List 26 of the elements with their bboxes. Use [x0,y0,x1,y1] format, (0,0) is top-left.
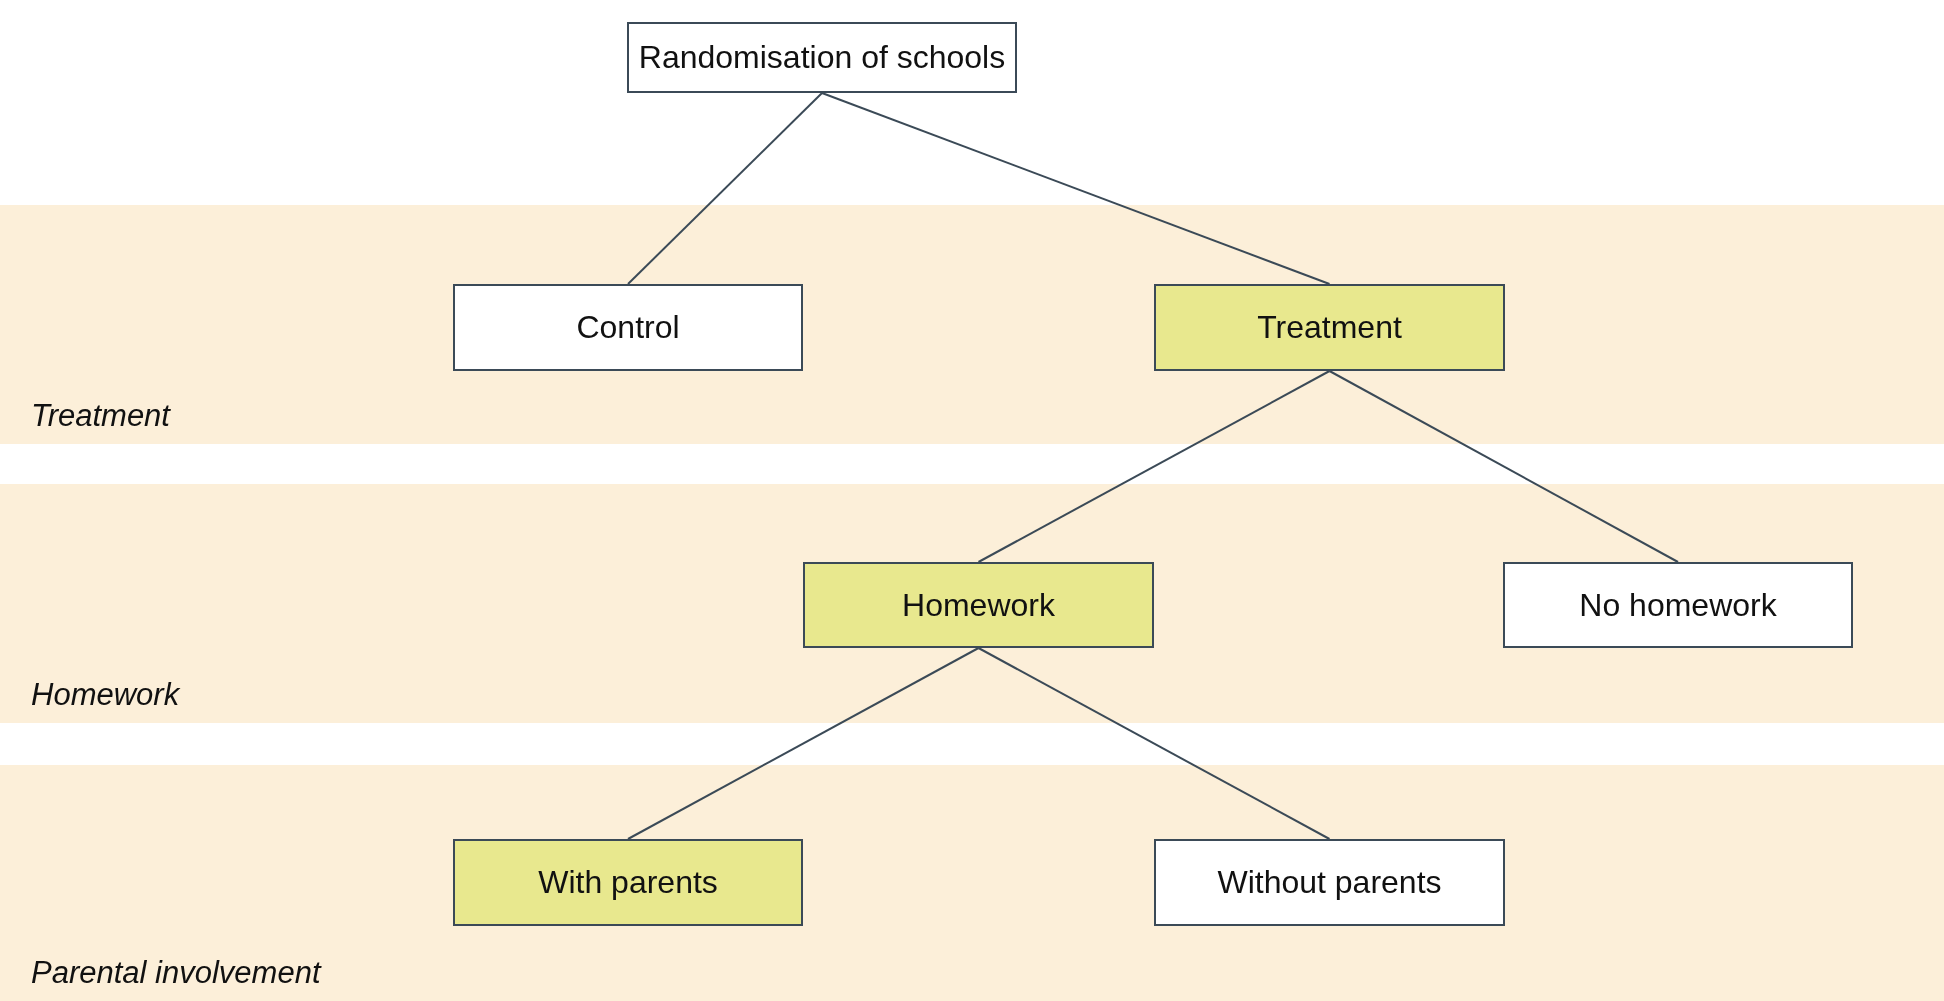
stage-label: Treatment [31,398,170,434]
group-label: Randomisation of schools [638,39,1006,76]
connector-line [1328,370,1679,563]
group-label: Without parents [1217,864,1442,901]
group-label: No homework [1579,586,1777,624]
group-box [1503,562,1853,648]
group-label: With parents [538,864,718,901]
connector-line [977,647,1331,840]
group-label: Treatment [1257,309,1402,346]
group-label: Homework [902,586,1055,624]
group-box [453,839,803,926]
connector-line [627,92,823,285]
stage-band [0,484,1944,723]
stage-label: Homework [31,677,180,713]
group-box [1154,839,1505,926]
connector-line [627,647,980,840]
connector-line [821,92,1331,285]
connector-line [977,370,1331,563]
group-box [803,562,1154,648]
stage-label: Parental involvement [31,955,321,991]
group-box [453,284,803,371]
group-box [1154,284,1505,371]
group-label: Control [576,309,680,346]
group-box [627,22,1017,93]
stage-band [0,765,1944,1001]
stage-band [0,205,1944,444]
